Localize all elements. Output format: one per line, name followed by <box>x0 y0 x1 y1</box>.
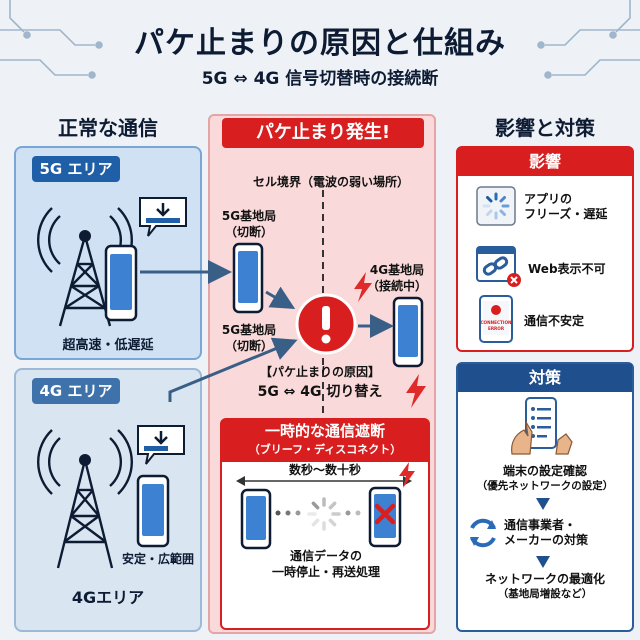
data-dots-icon <box>275 510 301 516</box>
phone-5g-icon <box>104 244 138 322</box>
station-5g-bottom-line1: 5G基地局 <box>221 323 277 337</box>
phone-sending-icon <box>240 488 272 550</box>
tower-5g-icon <box>37 207 133 327</box>
measure-item-3-line2: （基地局増設など） <box>497 588 593 600</box>
station-4g-line1: 4G基地局 <box>369 263 425 277</box>
hand-phone-settings-icon <box>511 397 573 455</box>
area-4g-panel <box>14 368 202 632</box>
lightning-icon-2 <box>406 374 426 408</box>
breakdown-title: 一時的な通信遮断 <box>264 422 385 440</box>
measure-item-3-line1: ネットワークの最適化 <box>484 572 605 586</box>
cause-line2: 5G ⇔ 4G 切り替え <box>257 384 383 400</box>
phone-blocked-icon <box>368 486 402 548</box>
impact-item-1: アプリの フリーズ・遅延 <box>524 192 628 222</box>
lightning-icon <box>354 272 372 302</box>
data-dots-icon-2 <box>345 510 361 516</box>
area-4g-bottom-label: 4Gエリア <box>71 588 145 607</box>
cell-boundary-label: セル境界（電波の弱い場所） <box>252 175 409 189</box>
station-5g-bottom-label: 5G基地局 （切断） <box>214 322 284 354</box>
impact-item-1-line1: アプリの <box>524 192 573 206</box>
measure-item-2-line2: メーカーの対策 <box>504 533 589 547</box>
measure-item-1-line2: （優先ネットワークの設定） <box>476 480 614 492</box>
impact-title: 影響 <box>458 148 632 176</box>
cause-line1: 【パケ止まりの原因】 <box>259 365 380 379</box>
breakdown-subtitle: （ブリーフ・ディスコネクト） <box>248 443 402 456</box>
tower-4g-icon <box>37 429 133 569</box>
alert-icon <box>295 293 357 355</box>
area-4g-caption: 安定・広範囲 <box>121 552 194 566</box>
impact-item-2: Web表示不可 <box>528 262 606 276</box>
measure-item-3: ネットワークの最適化 （基地局増設など） <box>458 572 632 602</box>
measure-item-2-line1: 通信事業者・ <box>504 518 577 532</box>
station-4g-line2: （接続中） <box>366 279 427 293</box>
measures-title: 対策 <box>458 364 632 392</box>
duration-label: 数秒〜数十秒 <box>270 462 380 478</box>
cell-boundary-line <box>322 190 324 634</box>
breakdown-header: 一時的な通信遮断 （ブリーフ・ディスコネクト） <box>222 420 428 462</box>
measure-item-1: 端末の設定確認 （優先ネットワークの設定） <box>458 464 632 494</box>
station-4g-label: 4G基地局 （接続中） <box>362 262 432 294</box>
app-freeze-icon <box>476 186 516 226</box>
breakdown-caption: 通信データの 一時停止・再送処理 <box>236 548 416 580</box>
impact-measure-heading: 影響と対策 <box>495 116 595 140</box>
breakdown-caption-line2: 一時停止・再送処理 <box>271 565 380 579</box>
area-4g-pill: 4G エリア <box>32 378 120 404</box>
station-5g-top-label: 5G基地局 （切断） <box>214 208 284 240</box>
measure-item-2: 通信事業者・ メーカーの対策 <box>504 518 630 548</box>
sync-icon <box>470 518 496 548</box>
download-bubble-4g-icon <box>137 425 185 465</box>
download-bubble-icon <box>139 197 187 237</box>
connection-error-phone-icon: CONNECTION ERROR <box>479 295 513 343</box>
station-5g-top-line1: 5G基地局 <box>221 209 277 223</box>
lightning-icon-3 <box>399 462 415 488</box>
loading-spinner-icon <box>307 497 341 531</box>
error-screen-line1: CONNECTION <box>480 320 512 325</box>
area-5g-pill: 5G エリア <box>32 156 120 182</box>
phone-4g-icon <box>136 474 170 548</box>
station-5g-top-line2: （切断） <box>224 225 273 239</box>
normal-heading: 正常な通信 <box>58 116 158 140</box>
measure-item-1-line1: 端末の設定確認 <box>502 464 587 478</box>
outage-banner: パケ止まり発生! <box>222 118 424 148</box>
impact-item-1-line2: フリーズ・遅延 <box>524 207 608 221</box>
phone-4g-connected-icon <box>392 296 424 368</box>
breakdown-caption-line1: 通信データの <box>289 549 362 563</box>
page-title: パケ止まりの原因と仕組み <box>134 26 506 61</box>
station-5g-bottom-line2: （切断） <box>224 339 273 353</box>
broken-link-icon <box>476 246 521 287</box>
phone-5g-cut-icon <box>232 242 264 314</box>
area-5g-caption: 超高速・低遅延 <box>62 338 154 353</box>
error-screen-line2: ERROR <box>488 326 505 331</box>
impact-item-3: 通信不安定 <box>524 314 585 328</box>
flow-arrow-down-icon <box>536 498 550 510</box>
page-subtitle: 5G ⇔ 4G 信号切替時の接続断 <box>201 69 439 89</box>
flow-arrow-down-icon-2 <box>536 556 550 568</box>
